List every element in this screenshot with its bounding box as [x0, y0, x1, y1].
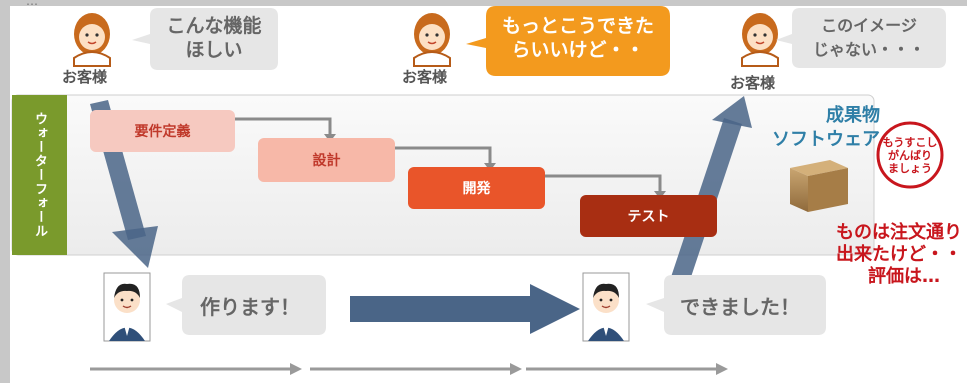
- customer-bubble-text-1: こんな機能 ほしい: [166, 15, 262, 61]
- box-icon: [790, 160, 848, 212]
- customer-icon-1: [73, 13, 111, 67]
- waterfall-label-band: [12, 95, 67, 255]
- developer-bubble-1: [166, 275, 326, 335]
- top-frame-bar: [0, 0, 967, 6]
- customer-label-1: お客様: [62, 68, 108, 86]
- customer-bubble-text-3: このイメージ じゃない・・・: [812, 16, 925, 59]
- customer-label-3: お客様: [730, 74, 776, 92]
- timeline-arrows: [90, 363, 728, 375]
- customer-icon-2: [413, 13, 451, 67]
- step-requirements: 要件定義: [90, 110, 235, 152]
- step-connectors: [235, 117, 662, 195]
- stamp-circle: [876, 121, 944, 189]
- step-development: 開発: [408, 167, 545, 209]
- result-line3: 評価は…: [868, 266, 940, 287]
- stamp-text: もうすこし がんばり ましょう: [880, 136, 940, 175]
- result-text: ものは注文通り 出来たけど・・ 評価は…: [780, 222, 962, 288]
- step-design: 設計: [258, 138, 395, 182]
- developer-icon-1: [103, 272, 151, 342]
- waterfall-label-text: ウォーターフォール: [32, 112, 47, 238]
- stamp-line1: もうすこし: [882, 136, 938, 149]
- customer-icon-3: [741, 13, 779, 67]
- result-line2: 出来たけど・・: [836, 244, 962, 265]
- customer-bubble-text-2: もっとこうできた らいいけど・・: [501, 15, 654, 61]
- developer-speech-1: 作ります！: [200, 295, 300, 319]
- developer-bubble-2: [646, 275, 826, 335]
- result-line1: ものは注文通り: [836, 222, 962, 243]
- product-title: 成果物 ソフトウェア: [742, 104, 880, 152]
- stamp-line3: ましょう: [888, 162, 932, 175]
- development-arrow: [350, 284, 580, 334]
- customer-bubble-3: [776, 8, 946, 68]
- product-title-line2: ソフトウェア: [772, 129, 880, 150]
- stamp-line2: がんばり: [888, 149, 932, 162]
- developer-speech-2: できました！: [680, 295, 800, 319]
- step-test: テスト: [580, 195, 717, 237]
- product-title-line1: 成果物: [826, 105, 880, 126]
- customer-bubble-1: [132, 8, 278, 70]
- developer-icon-2: [582, 272, 630, 342]
- customer-label-2: お客様: [402, 68, 448, 86]
- left-frame-bar: [0, 0, 10, 383]
- customer-bubble-2: [466, 6, 670, 76]
- top-fragment: …: [26, 0, 38, 8]
- waterfall-label: ウォーターフォール: [12, 95, 67, 255]
